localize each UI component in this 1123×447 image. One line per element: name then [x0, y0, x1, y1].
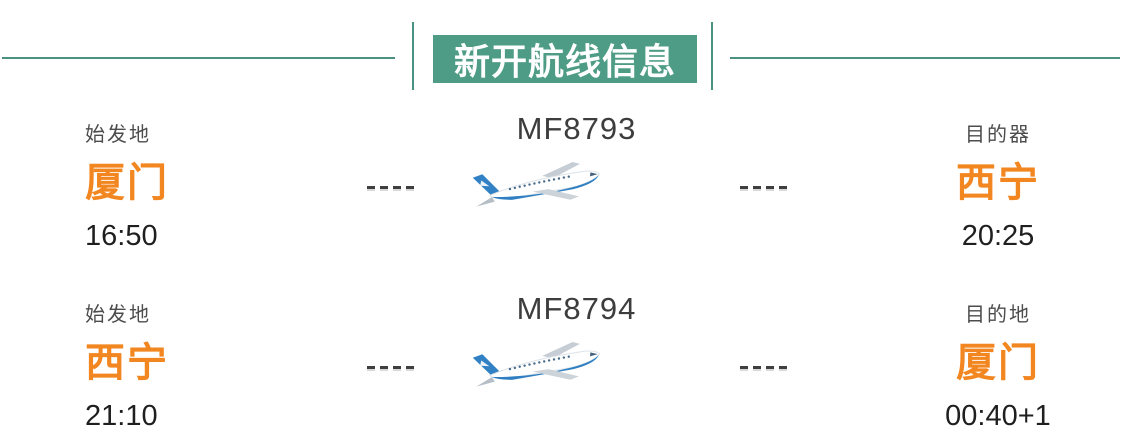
route-center: MF8794 [280, 288, 873, 447]
divider-line-left [2, 57, 395, 59]
flight-number: MF8793 [516, 111, 637, 146]
origin-label: 始发地 [85, 304, 151, 326]
flight-row-mf8793: 始发地 厦门 16:50 MF8793 [0, 108, 1123, 268]
destination-block: 目的器 西宁 20:25 [873, 108, 1123, 268]
origin-time: 21:10 [85, 400, 158, 432]
route-line [366, 334, 787, 400]
dashed-route-connector-left [366, 365, 414, 369]
destination-city: 厦门 [956, 341, 1040, 385]
destination-city: 西宁 [956, 161, 1040, 205]
dashed-route-connector-right [739, 365, 787, 369]
flight-row-mf8794: 始发地 西宁 21:10 MF8794 [0, 288, 1123, 447]
origin-block: 始发地 西宁 21:10 [0, 288, 280, 447]
destination-label: 目的器 [965, 124, 1031, 146]
banner-side-bar-left [412, 22, 414, 90]
route-center: MF8793 [280, 108, 873, 268]
flight-number: MF8794 [516, 291, 637, 326]
origin-time: 16:50 [85, 220, 158, 252]
dashed-route-connector-right [739, 185, 787, 189]
origin-city: 厦门 [85, 161, 169, 205]
airplane-icon [470, 338, 602, 396]
origin-label: 始发地 [85, 124, 151, 146]
origin-block: 始发地 厦门 16:50 [0, 108, 280, 268]
destination-block: 目的地 厦门 00:40+1 [873, 288, 1123, 447]
destination-label: 目的地 [965, 304, 1031, 326]
divider-line-right [730, 57, 1120, 59]
banner-side-bar-right [711, 22, 713, 90]
banner-title: 新开航线信息 [433, 35, 697, 83]
airplane-icon [470, 158, 602, 216]
route-line [366, 154, 787, 220]
dashed-route-connector-left [366, 185, 414, 189]
destination-time: 20:25 [961, 220, 1035, 252]
origin-city: 西宁 [85, 341, 169, 385]
destination-time: 00:40+1 [945, 400, 1051, 432]
